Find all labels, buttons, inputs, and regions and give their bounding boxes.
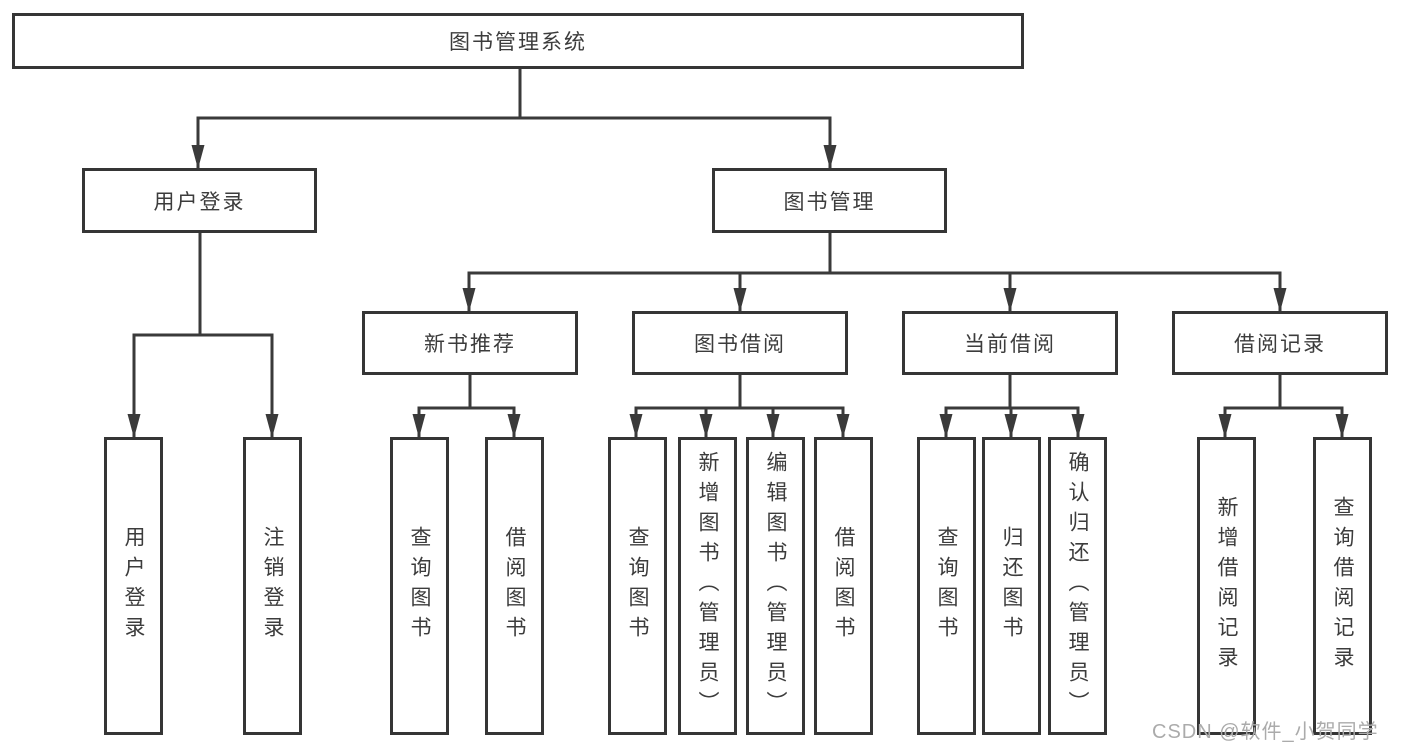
leaf-query-books-current: 查询图书 (917, 437, 976, 735)
node-label: 借阅图书 (832, 526, 855, 646)
node-book-management: 图书管理 (712, 168, 947, 233)
node-label: 用户登录 (153, 190, 246, 214)
connector-borrow-record-children (1218, 373, 1349, 439)
node-label: 新增图书（管理员） (696, 451, 719, 721)
node-label: 用户登录 (122, 526, 145, 646)
node-label: 查询图书 (626, 526, 649, 646)
leaf-confirm-return-admin: 确认归还（管理员） (1048, 437, 1107, 735)
leaf-query-books-borrow: 查询图书 (608, 437, 667, 735)
leaf-logout: 注销登录 (243, 437, 302, 735)
node-label: 借阅图书 (503, 526, 526, 646)
leaf-add-books-admin: 新增图书（管理员） (678, 437, 737, 735)
csdn-watermark: CSDN @软件_小贺同学 (1152, 721, 1379, 743)
node-book-borrow: 图书借阅 (632, 311, 848, 375)
leaf-user-login: 用户登录 (104, 437, 163, 735)
node-label: 查询图书 (935, 526, 958, 646)
node-label: 图书管理系统 (449, 31, 587, 54)
leaf-edit-books-admin: 编辑图书（管理员） (746, 437, 805, 735)
node-label: 查询借阅记录 (1331, 496, 1354, 676)
node-label: 借阅记录 (1234, 333, 1326, 356)
node-label: 新书推荐 (424, 333, 516, 356)
node-library-management-system: 图书管理系统 (12, 13, 1024, 69)
node-label: 当前借阅 (964, 333, 1056, 356)
node-label: 注销登录 (261, 526, 284, 646)
leaf-borrow-books-recommend: 借阅图书 (485, 437, 544, 735)
leaf-add-borrow-record: 新增借阅记录 (1197, 437, 1256, 735)
node-new-book-recommend: 新书推荐 (362, 311, 578, 375)
node-current-borrow: 当前借阅 (902, 311, 1118, 375)
node-label: 新增借阅记录 (1215, 496, 1238, 676)
connector-book-mgmt-to-level3 (462, 231, 1287, 313)
node-label: 确认归还（管理员） (1066, 451, 1089, 721)
leaf-query-borrow-record: 查询借阅记录 (1313, 437, 1372, 735)
node-label: 图书管理 (783, 190, 876, 214)
node-label: 查询图书 (408, 526, 431, 646)
connector-new-book-children (412, 373, 521, 439)
connector-book-borrow-children (629, 373, 850, 439)
node-label: 图书借阅 (694, 333, 786, 356)
leaf-return-books: 归还图书 (982, 437, 1041, 735)
connector-root-to-level2 (191, 67, 837, 170)
connector-user-login-children (127, 231, 279, 439)
node-user-login: 用户登录 (82, 168, 317, 233)
leaf-query-books-recommend: 查询图书 (390, 437, 449, 735)
leaf-borrow-books: 借阅图书 (814, 437, 873, 735)
node-label: 编辑图书（管理员） (764, 451, 787, 721)
node-label: 归还图书 (1000, 526, 1023, 646)
connector-current-borrow-children (939, 373, 1085, 439)
node-borrow-record: 借阅记录 (1172, 311, 1388, 375)
